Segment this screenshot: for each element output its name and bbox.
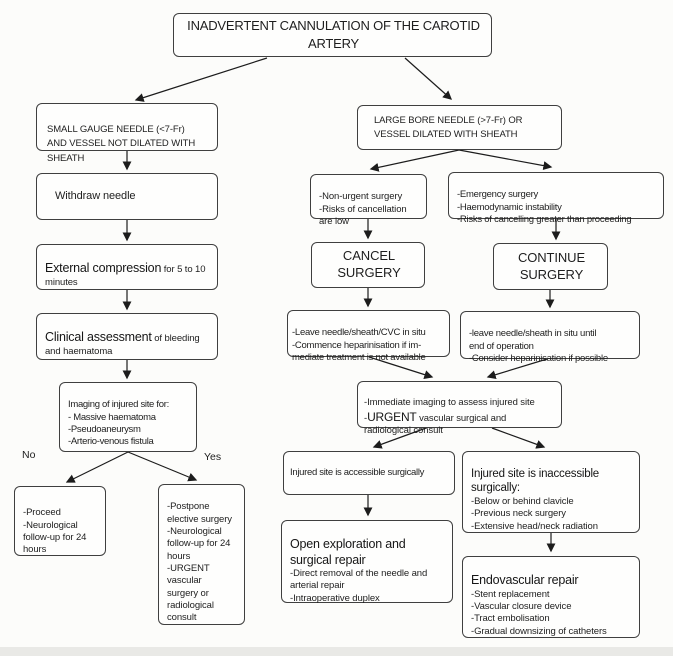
node-external-compression: External compression for 5 to 10 minutes: [36, 244, 218, 290]
connector-large-bore-to-emergency: [458, 149, 553, 171]
node-text: Imaging of injured site for: - Massive h…: [68, 399, 169, 448]
scan-edge-artifact: [0, 647, 673, 656]
connector-title-to-small-gauge: [134, 57, 268, 102]
node-large-bore-needle: LARGE BORE NEEDLE (>7-Fr) OR VESSEL DILA…: [357, 105, 562, 150]
node-lead-text: Endovascular repair: [471, 573, 579, 588]
connector-title-to-large-bore: [404, 57, 453, 100]
node-text: Withdraw needle: [55, 190, 136, 203]
node-cancel-surgery: CANCEL SURGERY: [311, 242, 425, 288]
connector-imaging-yes-branch: [127, 451, 198, 482]
node-emergency-surgery: -Emergency surgery -Haemodynamic instabi…: [448, 172, 664, 225]
node-endovascular-repair: Endovascular repair -Stent replacement -…: [462, 556, 640, 638]
connector-imaging-no-branch: [65, 451, 129, 483]
node-leave-sheath-until-end: -leave needle/sheath in situ until end o…: [460, 311, 640, 364]
node-text: Injured site is accessible surgically: [290, 466, 425, 478]
connector-immediate-to-inaccessible: [491, 427, 546, 449]
node-lead-text: Open exploration and surgical repair: [290, 537, 406, 567]
node-lead-text: Injured site is inaccessible surgically:: [471, 468, 599, 495]
node-non-urgent-surgery: -Non-urgent surgery -Risks of cancellati…: [310, 174, 427, 227]
node-open-exploration-repair: Open exploration and surgical repair -Di…: [281, 520, 453, 603]
node-text: of bleeding and haematoma: [45, 333, 200, 357]
node-site-inaccessible: Injured site is inaccessible surgically:…: [462, 451, 640, 533]
node-text: CANCEL SURGERY: [337, 248, 401, 280]
connector-large-bore-to-non-urgent: [369, 149, 460, 172]
node-text: -Below or behind clavicle -Previous neck…: [471, 495, 598, 532]
node-text: -Leave needle/sheath/CVC in situ -Commen…: [292, 327, 426, 364]
title-text: INADVERTENT CANNULATION OF THE CAROTID A…: [187, 18, 480, 51]
node-lead-text: External compression: [45, 261, 162, 276]
node-clinical-assessment: Clinical assessment of bleeding and haem…: [36, 313, 218, 360]
node-postpone-elective-surgery: -Postpone elective surgery -Neurological…: [158, 484, 245, 625]
node-site-accessible: Injured site is accessible surgically: [283, 451, 455, 495]
node-leave-cvc-in-situ: -Leave needle/sheath/CVC in situ -Commen…: [287, 310, 450, 363]
node-text: -Direct removal of the needle and arteri…: [290, 568, 428, 604]
node-text: -Emergency surgery -Haemodynamic instabi…: [457, 189, 632, 226]
node-lead-text: URGENT: [367, 409, 417, 424]
node-text: -leave needle/sheath in situ until end o…: [469, 328, 608, 365]
node-continue-surgery: CONTINUE SURGERY: [493, 243, 608, 290]
node-proceed-follow-up: -Proceed -Neurological follow-up for 24 …: [14, 486, 106, 556]
branch-label-yes: Yes: [204, 451, 222, 463]
node-title: INADVERTENT CANNULATION OF THE CAROTID A…: [173, 13, 492, 57]
node-text: for 5 to 10 minutes: [45, 264, 206, 288]
node-imaging-of-injured-site: Imaging of injured site for: - Massive h…: [59, 382, 197, 452]
node-lead-text: Clinical assessment: [45, 330, 152, 345]
node-text: -Proceed -Neurological follow-up for 24 …: [23, 507, 87, 556]
node-small-gauge-needle: SMALL GAUGE NEEDLE (<7-Fr) AND VESSEL NO…: [36, 103, 218, 164]
node-text: SMALL GAUGE NEEDLE (<7-Fr) AND VESSEL NO…: [47, 123, 196, 164]
node-text: vascular surgical and radiological consu…: [364, 412, 507, 437]
node-text: LARGE BORE NEEDLE (>7-Fr) OR VESSEL DILA…: [374, 114, 523, 140]
node-text: -Stent replacement -Vascular closure dev…: [471, 588, 607, 637]
branch-label-no: No: [22, 449, 36, 461]
node-text: -Non-urgent surgery -Risks of cancellati…: [319, 191, 407, 228]
node-text: CONTINUE SURGERY: [517, 249, 586, 282]
node-text: -Immediate imaging to assess injured sit…: [364, 397, 535, 424]
node-text: -Postpone elective surgery -Neurological…: [167, 501, 232, 624]
node-withdraw-needle: Withdraw needle: [36, 173, 218, 220]
node-immediate-imaging-urgent-consult: -Immediate imaging to assess injured sit…: [357, 381, 562, 436]
